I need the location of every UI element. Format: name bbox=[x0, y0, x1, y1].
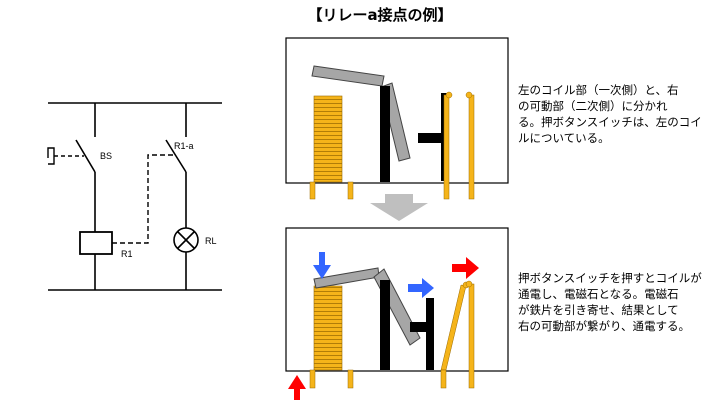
mechanical-link bbox=[112, 154, 174, 244]
iron-core bbox=[380, 280, 390, 370]
label-r1a: R1-a bbox=[174, 141, 194, 151]
r1a-contact-blade bbox=[165, 139, 187, 173]
page-title: 【リレーa接点の例】 bbox=[307, 6, 453, 24]
circuit-diagram bbox=[47, 102, 222, 291]
down-arrow-icon bbox=[313, 252, 331, 279]
label-bs: BS bbox=[100, 151, 112, 161]
fixed-contact bbox=[468, 283, 475, 389]
description-before: 左のコイル部（一次側）と、右 の可動部（二次側）に分かれ る。押ボタンスイッチは… bbox=[518, 83, 702, 145]
right-arrow-icon bbox=[408, 278, 434, 298]
label-rl: RL bbox=[205, 236, 217, 246]
label-r1: R1 bbox=[121, 249, 133, 259]
pushbutton-actuator bbox=[47, 147, 55, 165]
coil-icon bbox=[313, 285, 343, 371]
movable-contact bbox=[443, 94, 450, 200]
right-arrow-red-icon bbox=[452, 257, 479, 279]
coil-icon bbox=[313, 95, 343, 183]
relay-coil-r1 bbox=[79, 231, 113, 255]
fixed-contact bbox=[468, 94, 475, 200]
panel-before bbox=[285, 37, 509, 200]
description-after: 押ボタンスイッチを押すとコイルが 通電し、電磁石となる。電磁石 が鉄片を引き寄せ… bbox=[518, 271, 702, 333]
up-arrow-red-icon bbox=[288, 375, 306, 400]
panel-after bbox=[285, 227, 509, 400]
bs-switch-blade bbox=[75, 139, 96, 173]
transition-arrow bbox=[370, 194, 428, 221]
iron-core bbox=[380, 86, 390, 182]
